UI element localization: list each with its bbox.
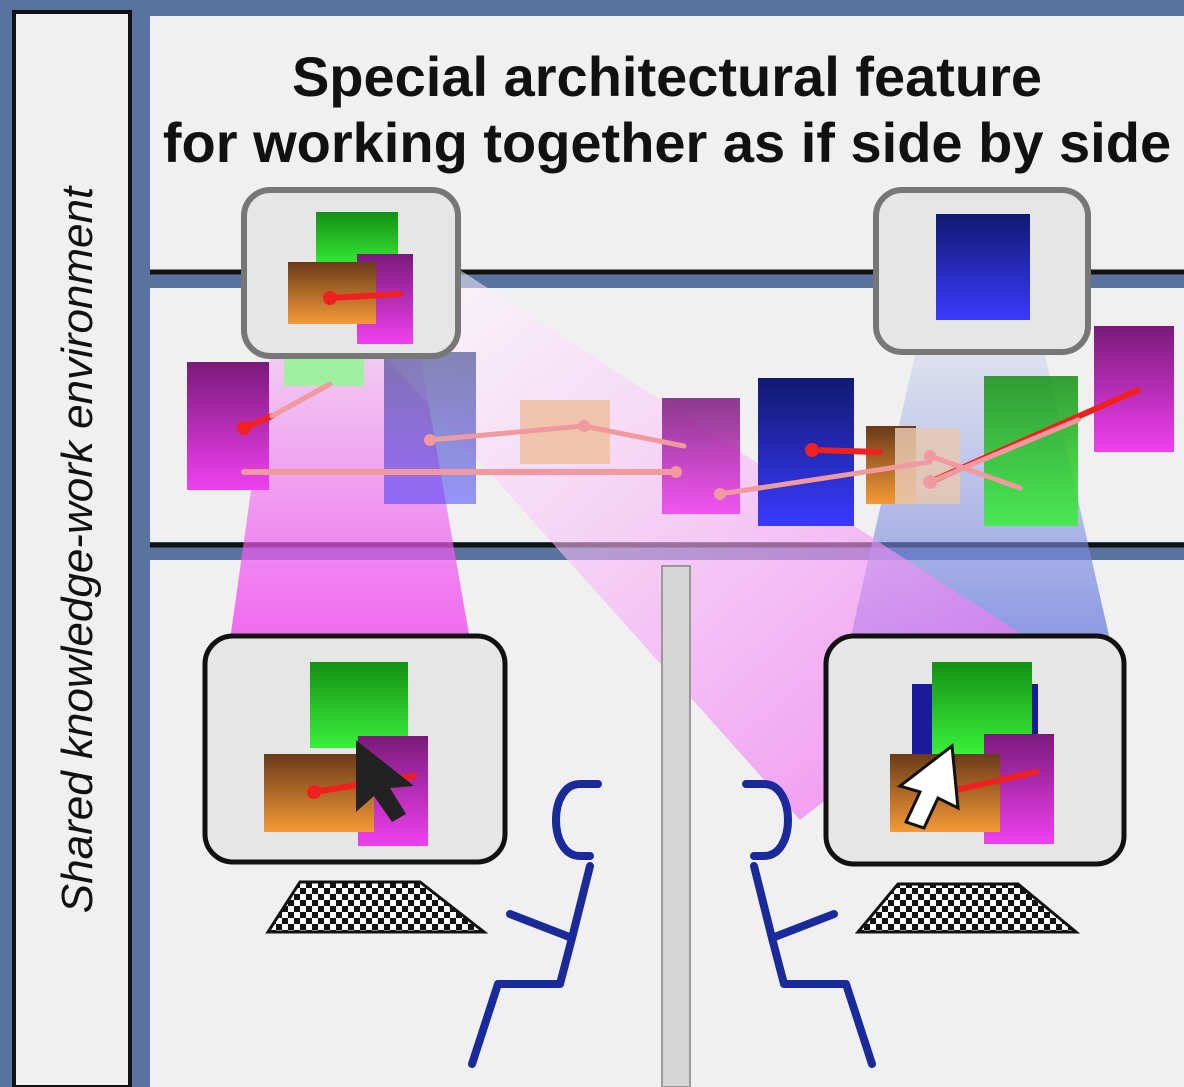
white-arrow-cursor-icon: [896, 743, 960, 830]
link-node: [237, 421, 251, 435]
link-line: [581, 423, 687, 449]
link-node: [924, 450, 936, 462]
right-keyboard-icon: [854, 882, 1081, 934]
link-line: [269, 381, 333, 419]
right-person-leg: [768, 934, 876, 1068]
right-computer: [823, 633, 1127, 934]
link-node: [714, 488, 726, 500]
link-node: [923, 475, 937, 489]
mini-link-node: [323, 291, 337, 305]
left-computer: [202, 633, 508, 934]
link-line: [427, 423, 587, 443]
mini-blue-window: [936, 214, 1030, 320]
right-monitor-link-line: [953, 769, 1039, 793]
black-arrow-cursor-icon: [356, 740, 414, 822]
link-node: [424, 434, 436, 446]
left-person-leg: [468, 934, 576, 1068]
left-person-icon: [468, 780, 602, 1068]
left-keyboard-icon: [265, 880, 489, 934]
side-label-box: [12, 10, 132, 1087]
right-person-icon: [742, 780, 876, 1068]
mini-link-line: [327, 291, 403, 301]
link-node: [578, 420, 590, 432]
projector-screen-right: [873, 187, 1091, 355]
link-node: [670, 466, 682, 478]
link-line: [809, 447, 883, 455]
link-node: [805, 443, 819, 457]
link-lines: [237, 381, 1141, 500]
title-line-2: for working together as if side by side: [163, 111, 1171, 174]
link-line: [927, 453, 1023, 491]
link-line: [717, 459, 933, 497]
side-label: Shared knowledge-work environment: [53, 185, 102, 913]
blue-window-faded: [384, 352, 476, 504]
left-monitor-link-node: [307, 785, 321, 799]
partition-post: [661, 565, 691, 1087]
left-person-head: [552, 780, 602, 860]
right-person-head: [742, 780, 792, 860]
left-monitor-green-window: [310, 662, 408, 748]
title-line-1: Special architectural feature: [292, 45, 1042, 108]
link-line: [927, 417, 1081, 485]
purple-window-2: [662, 398, 740, 514]
projector-screen-left: [241, 187, 461, 359]
